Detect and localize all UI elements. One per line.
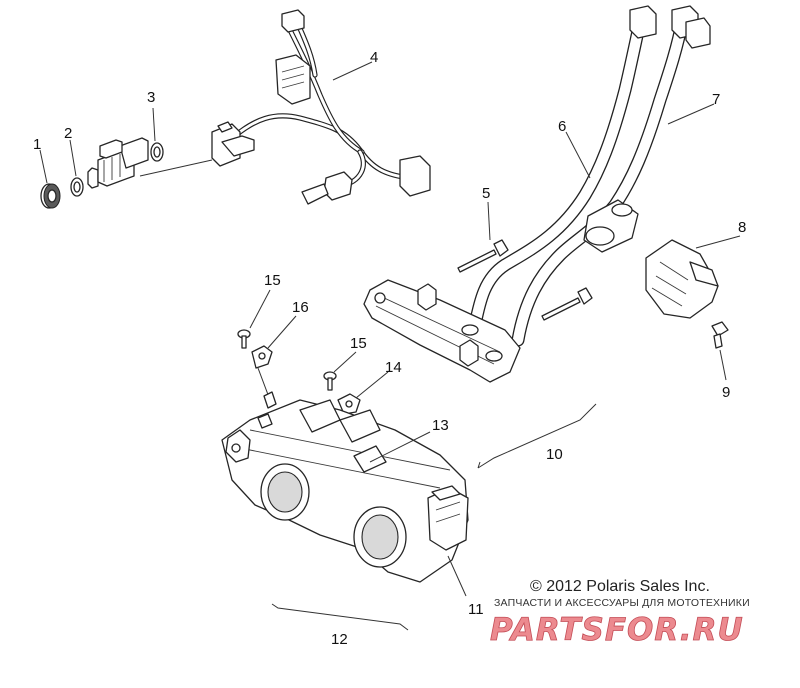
callout-15-upper: 15: [264, 272, 281, 289]
hose-end-fittings: [583, 5, 711, 253]
throttle-body-part-12: [221, 391, 469, 583]
washer-part-2: [70, 177, 84, 197]
screw-part-15-lower: [323, 371, 337, 391]
wire-harness-part-4: [211, 9, 431, 205]
sensor-module-part-8: [645, 239, 719, 319]
callout-16: 16: [292, 299, 309, 316]
tps-sensor-part-11: [427, 485, 469, 551]
screw-part-9: [711, 321, 729, 349]
callout-labels: 1 2 3 4 5 6 7 8 9 10 11 12 13 14 15 15 1…: [33, 49, 746, 648]
callout-13: 13: [432, 417, 449, 434]
fuel-hose-part-6: [468, 15, 647, 332]
callout-10: 10: [546, 446, 563, 463]
copyright-text: © 2012 Polaris Sales Inc.: [530, 578, 710, 595]
fuel-injector-part-3: [87, 137, 164, 189]
screw-part-15-upper: [237, 329, 251, 349]
clip-part-14: [337, 393, 361, 415]
callout-8: 8: [738, 219, 746, 236]
callout-3: 3: [147, 89, 155, 106]
callout-14: 14: [385, 359, 402, 376]
callout-5: 5: [482, 185, 490, 202]
callout-4: 4: [370, 49, 378, 66]
watermark-logo: PARTSFOR.RU: [490, 612, 744, 648]
fuel-rail-part-10: [363, 279, 521, 383]
callout-9: 9: [722, 384, 730, 401]
clip-part-16: [251, 345, 273, 401]
callout-1: 1: [33, 136, 41, 153]
callout-2: 2: [64, 125, 72, 142]
callout-7: 7: [712, 91, 720, 108]
bolt-part-5: [457, 239, 509, 273]
watermark-tagline: ЗАПЧАСТИ И АКСЕССУАРЫ ДЛЯ МОТОТЕХНИКИ: [494, 597, 750, 609]
bolt-fuel-rail: [541, 287, 593, 321]
callout-6: 6: [558, 118, 566, 135]
leader-lines: [39, 61, 741, 631]
o-ring-part-1: [40, 183, 61, 209]
callout-11: 11: [468, 601, 484, 618]
callout-12: 12: [331, 631, 348, 648]
callout-15-lower: 15: [350, 335, 367, 352]
